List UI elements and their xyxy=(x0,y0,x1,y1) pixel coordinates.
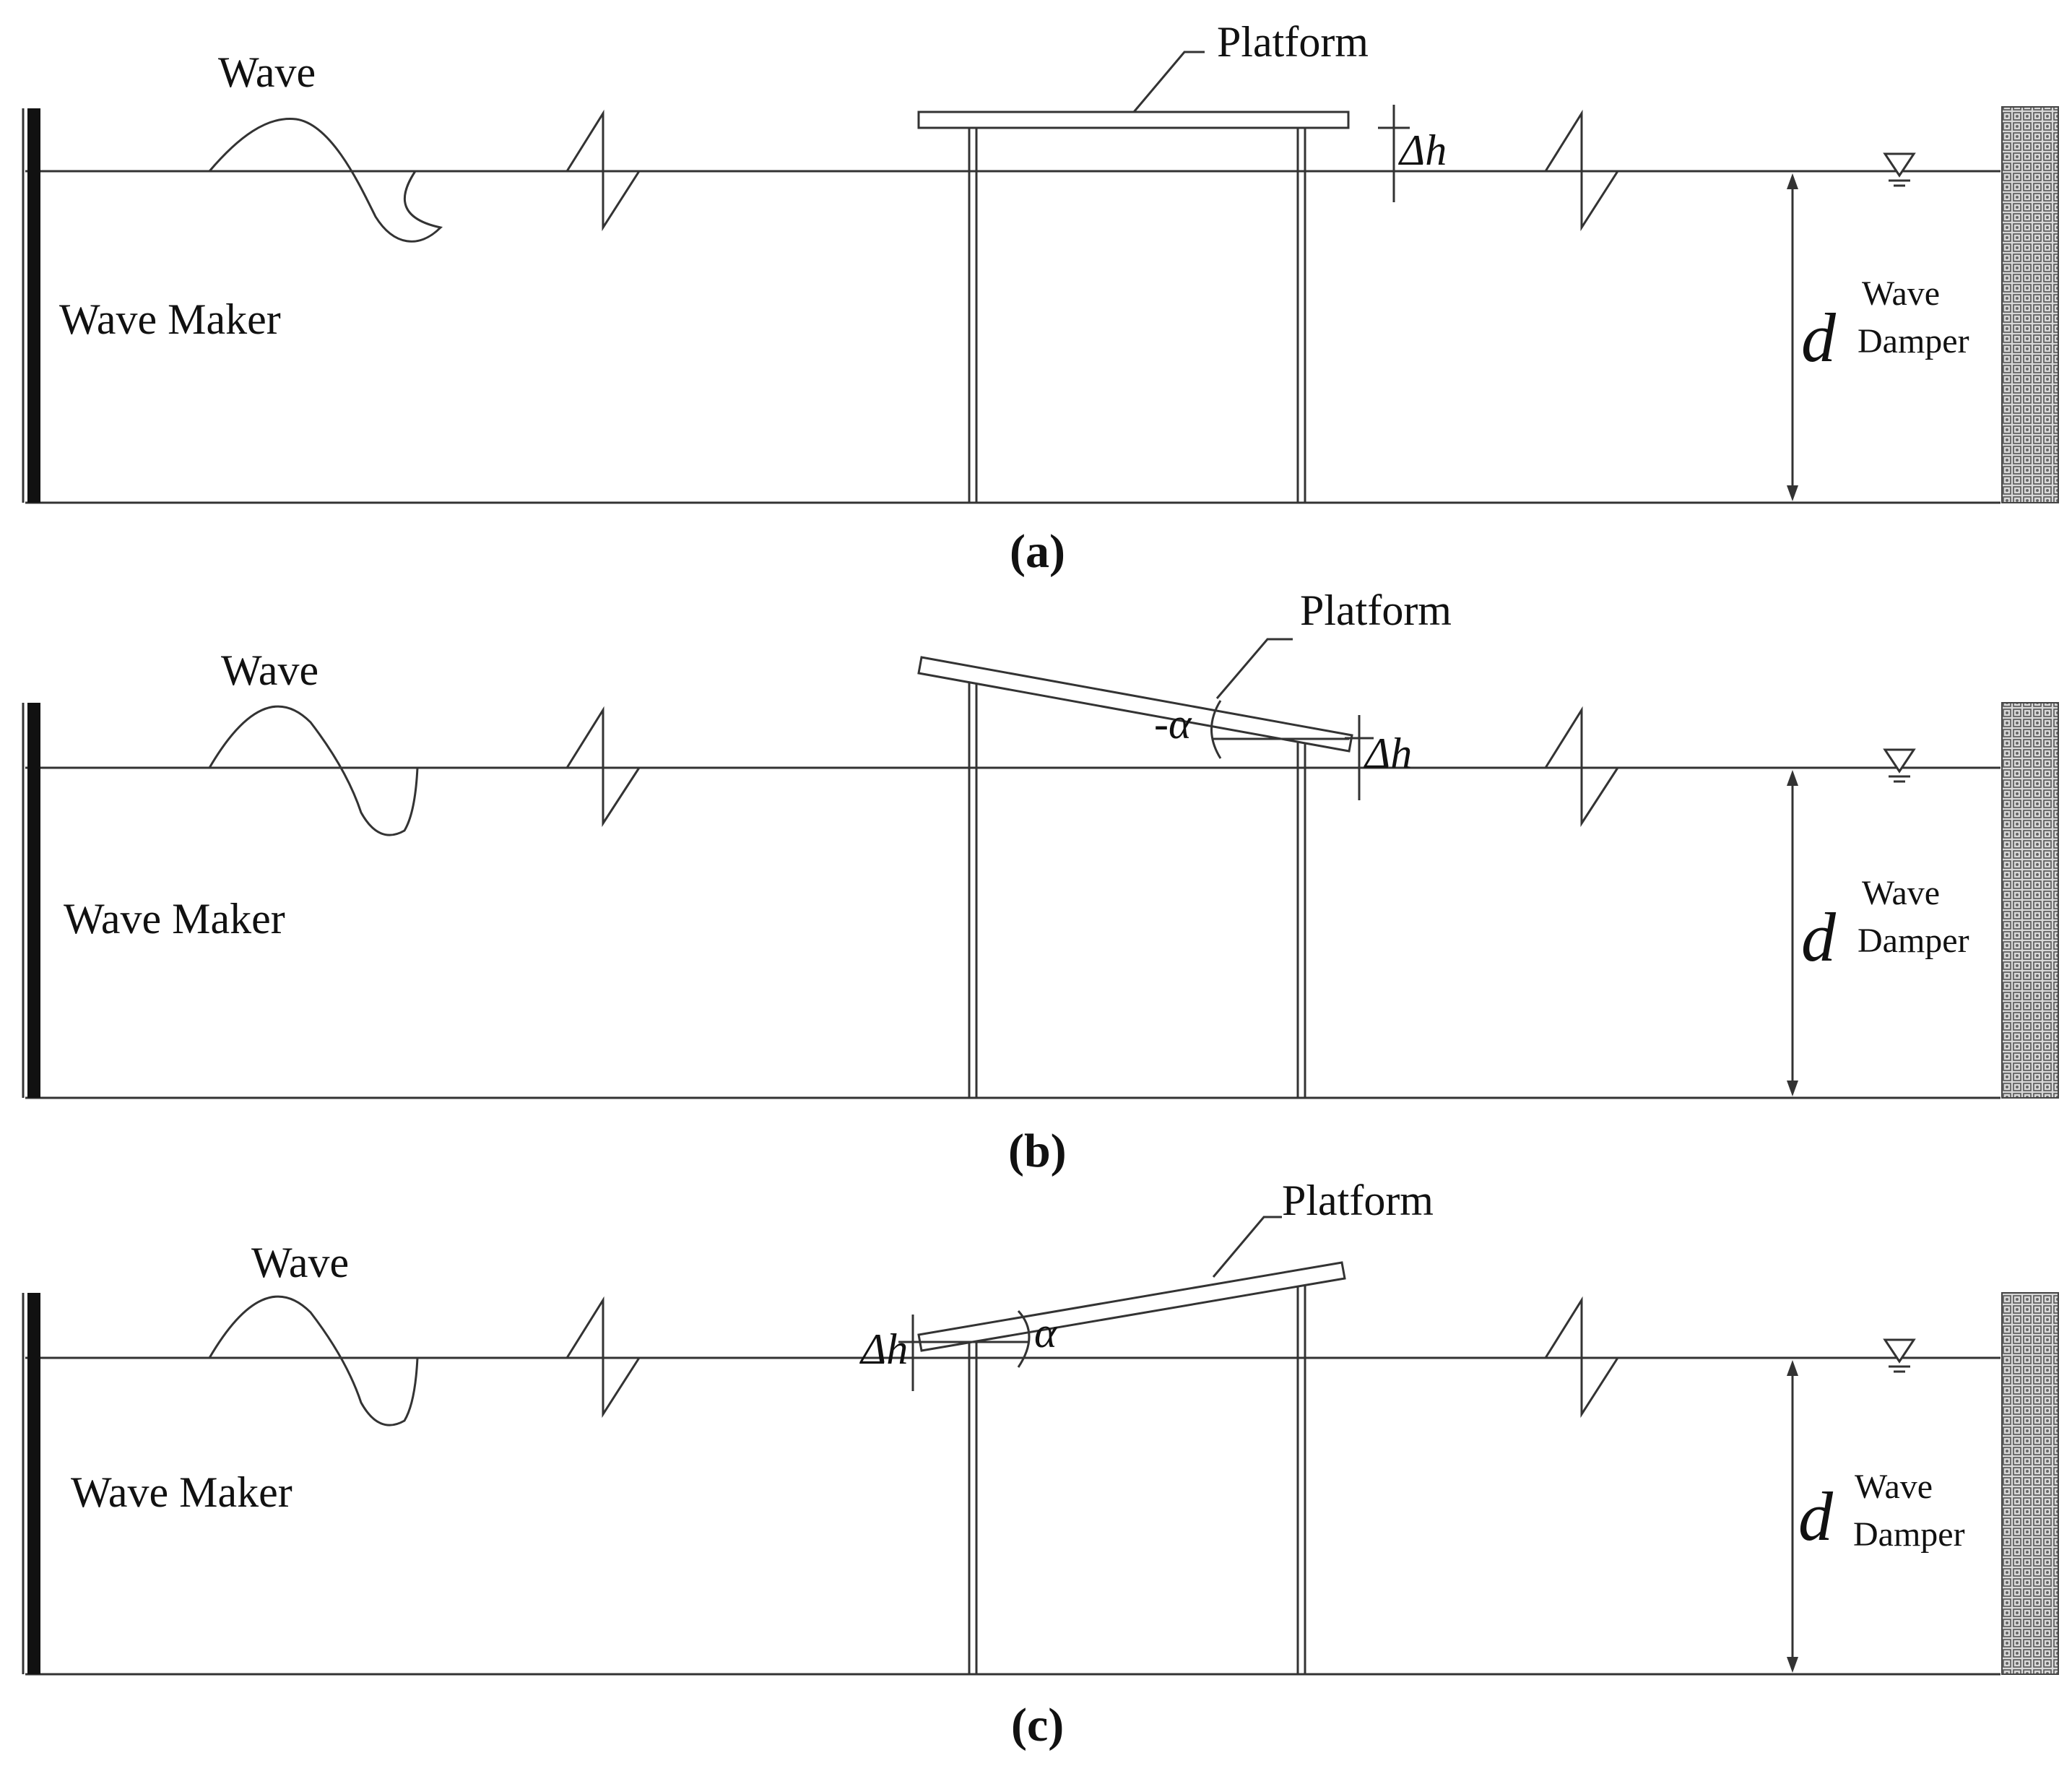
delta-h-dimension xyxy=(1378,105,1410,202)
wave-maker-wall xyxy=(27,1293,40,1674)
water-level-symbol xyxy=(1883,748,1916,783)
delta-h-dimension xyxy=(1345,715,1374,800)
platform-label: Platform xyxy=(1282,1177,1434,1224)
wave-maker-wall xyxy=(27,703,40,1098)
water-level-symbol xyxy=(1883,1338,1916,1373)
caption-a: (a) xyxy=(1010,525,1065,578)
platform-deck-tilted xyxy=(917,656,1353,753)
damper-label-line2: Damper xyxy=(1858,922,1969,960)
platform-deck-tilted xyxy=(917,1261,1346,1352)
wave-profile xyxy=(208,1295,419,1426)
wave-damper xyxy=(2001,106,2059,503)
depth-dimension xyxy=(1787,770,1798,1096)
wave-maker-label: Wave Maker xyxy=(59,295,281,343)
angle-mark xyxy=(922,1309,1031,1368)
depth-dimension xyxy=(1787,1360,1798,1673)
delta-h-label: Δh xyxy=(859,1325,908,1373)
break-mark-right xyxy=(1544,706,1619,828)
damper-label-line1: Wave xyxy=(1855,1468,1933,1506)
break-mark-left xyxy=(565,706,641,828)
wave-damper xyxy=(2001,1292,2059,1675)
break-mark-left xyxy=(565,1296,641,1419)
depth-label: d xyxy=(1801,899,1837,976)
panel-b: Wave Wave Maker Platform -α Δh d Wave Da… xyxy=(22,586,2059,1177)
wave-maker-wall xyxy=(27,108,40,503)
platform-deck xyxy=(917,111,1350,129)
platform-leader xyxy=(1132,51,1205,113)
depth-label: d xyxy=(1798,1478,1834,1555)
caption-b: (b) xyxy=(1008,1125,1067,1177)
water-level-symbol xyxy=(1883,152,1916,187)
wave-damper xyxy=(2001,702,2059,1099)
damper-label-line1: Wave xyxy=(1862,274,1940,313)
break-mark-left xyxy=(565,109,641,232)
platform-label: Platform xyxy=(1300,586,1452,634)
platform-leader xyxy=(1215,638,1293,699)
damper-label-line2: Damper xyxy=(1858,322,1969,360)
depth-label: d xyxy=(1801,299,1837,376)
delta-h-label: Δh xyxy=(1364,729,1412,777)
angle-label: α xyxy=(1034,1309,1058,1356)
wave-label: Wave xyxy=(251,1239,349,1286)
wave-maker-label: Wave Maker xyxy=(64,895,285,943)
platform-leader xyxy=(1212,1216,1282,1278)
damper-label-line2: Damper xyxy=(1853,1515,1965,1554)
delta-h-dimension xyxy=(898,1315,927,1391)
panel-a: Wave Wave Maker Platform Δh d Wave Dampe… xyxy=(22,18,2059,578)
angle-mark xyxy=(1210,700,1349,759)
depth-dimension xyxy=(1787,173,1798,501)
break-mark-right xyxy=(1544,1296,1619,1419)
panel-c: Wave Wave Maker Platform Δh α d Wave Dam… xyxy=(22,1177,2059,1751)
angle-label: -α xyxy=(1154,700,1192,748)
caption-c: (c) xyxy=(1011,1699,1064,1751)
damper-label-line1: Wave xyxy=(1862,874,1940,912)
wave-label: Wave xyxy=(218,48,316,96)
platform-label: Platform xyxy=(1217,18,1369,66)
delta-h-label: Δh xyxy=(1398,126,1447,174)
wave-label: Wave xyxy=(221,646,318,694)
wave-profile xyxy=(208,705,419,836)
wave-maker-label: Wave Maker xyxy=(71,1468,292,1516)
break-mark-right xyxy=(1544,109,1619,232)
wave-profile xyxy=(208,117,443,243)
